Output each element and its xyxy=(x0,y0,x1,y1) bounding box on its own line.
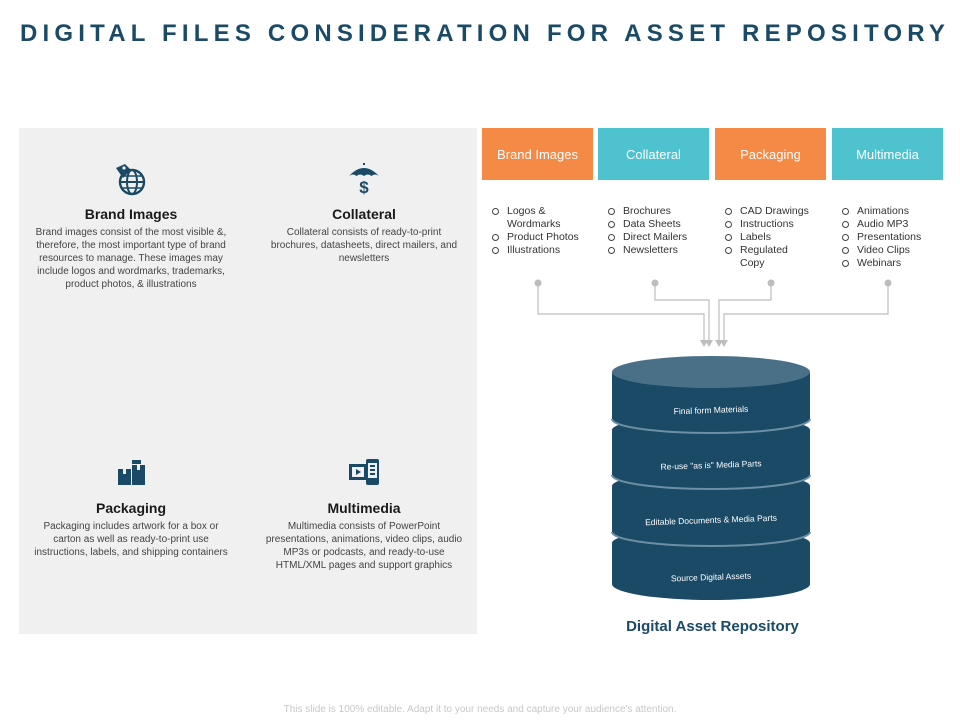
quadrant-heading: Collateral xyxy=(332,206,396,222)
quadrant-body: Collateral consists of ready-to-print br… xyxy=(270,227,458,264)
svg-text:$: $ xyxy=(359,178,369,196)
quadrant-heading: Multimedia xyxy=(327,500,401,516)
multimedia-devices-icon xyxy=(349,459,379,485)
connector-dots xyxy=(534,279,892,287)
list-item: Instructions xyxy=(725,218,825,231)
list-item: Illustrations xyxy=(492,244,592,257)
tab-brand-images: Brand Images xyxy=(482,128,593,180)
list-item: Presentations xyxy=(842,231,942,244)
umbrella-dollar-icon: $ xyxy=(349,163,379,196)
quadrant-heading: Brand Images xyxy=(84,206,178,222)
tab-collateral: Collateral xyxy=(598,128,709,180)
quadrant-body: Multimedia consists of PowerPoint presen… xyxy=(265,521,463,571)
page-title: DIGITAL FILES CONSIDERATION FOR ASSET RE… xyxy=(20,20,951,47)
list-item: Webinars xyxy=(842,257,942,270)
connector-lines xyxy=(537,283,889,340)
list-item: Product Photos xyxy=(492,231,592,244)
quadrant-body: Packaging includes artwork for a box or … xyxy=(34,521,228,558)
list-item: Brochures xyxy=(608,205,712,218)
list-item: Video Clips xyxy=(842,244,942,257)
quadrant-collateral: $ Collateral Collateral consists of read… xyxy=(264,162,464,265)
globe-tag-icon xyxy=(116,164,146,196)
brand-images-list: Logos & Wordmarks Product Photos Illustr… xyxy=(492,205,592,257)
quadrant-heading: Packaging xyxy=(95,500,167,516)
packaging-list: CAD Drawings Instructions Labels Regulat… xyxy=(725,205,825,270)
multimedia-list: Animations Audio MP3 Presentations Video… xyxy=(842,205,942,270)
list-item: Logos & Wordmarks xyxy=(492,205,592,231)
footer-note: This slide is 100% editable. Adapt it to… xyxy=(283,704,677,715)
list-item: Labels xyxy=(725,231,825,244)
tab-packaging: Packaging xyxy=(715,128,826,180)
list-item: Animations xyxy=(842,205,942,218)
boxes-icon xyxy=(118,460,145,485)
quadrant-body: Brand images consist of the most visible… xyxy=(35,227,227,290)
arrow-heads xyxy=(700,340,728,347)
list-item: Data Sheets xyxy=(608,218,712,231)
repository-title: Digital Asset Repository xyxy=(626,618,799,635)
list-item: Audio MP3 xyxy=(842,218,942,231)
tab-multimedia: Multimedia xyxy=(832,128,943,180)
list-item: Direct Mailers xyxy=(608,231,712,244)
quadrant-brand-images: Brand Images Brand images consist of the… xyxy=(31,162,231,291)
list-item: Regulated Copy xyxy=(725,244,800,270)
info-panel: Brand Images Brand images consist of the… xyxy=(19,128,477,634)
list-item: CAD Drawings xyxy=(725,205,825,218)
database-cylinder xyxy=(611,356,811,600)
list-item: Newsletters xyxy=(608,244,712,257)
quadrant-multimedia: Multimedia Multimedia consists of PowerP… xyxy=(264,456,464,572)
collateral-list: Brochures Data Sheets Direct Mailers New… xyxy=(608,205,712,257)
quadrant-packaging: Packaging Packaging includes artwork for… xyxy=(31,456,231,559)
